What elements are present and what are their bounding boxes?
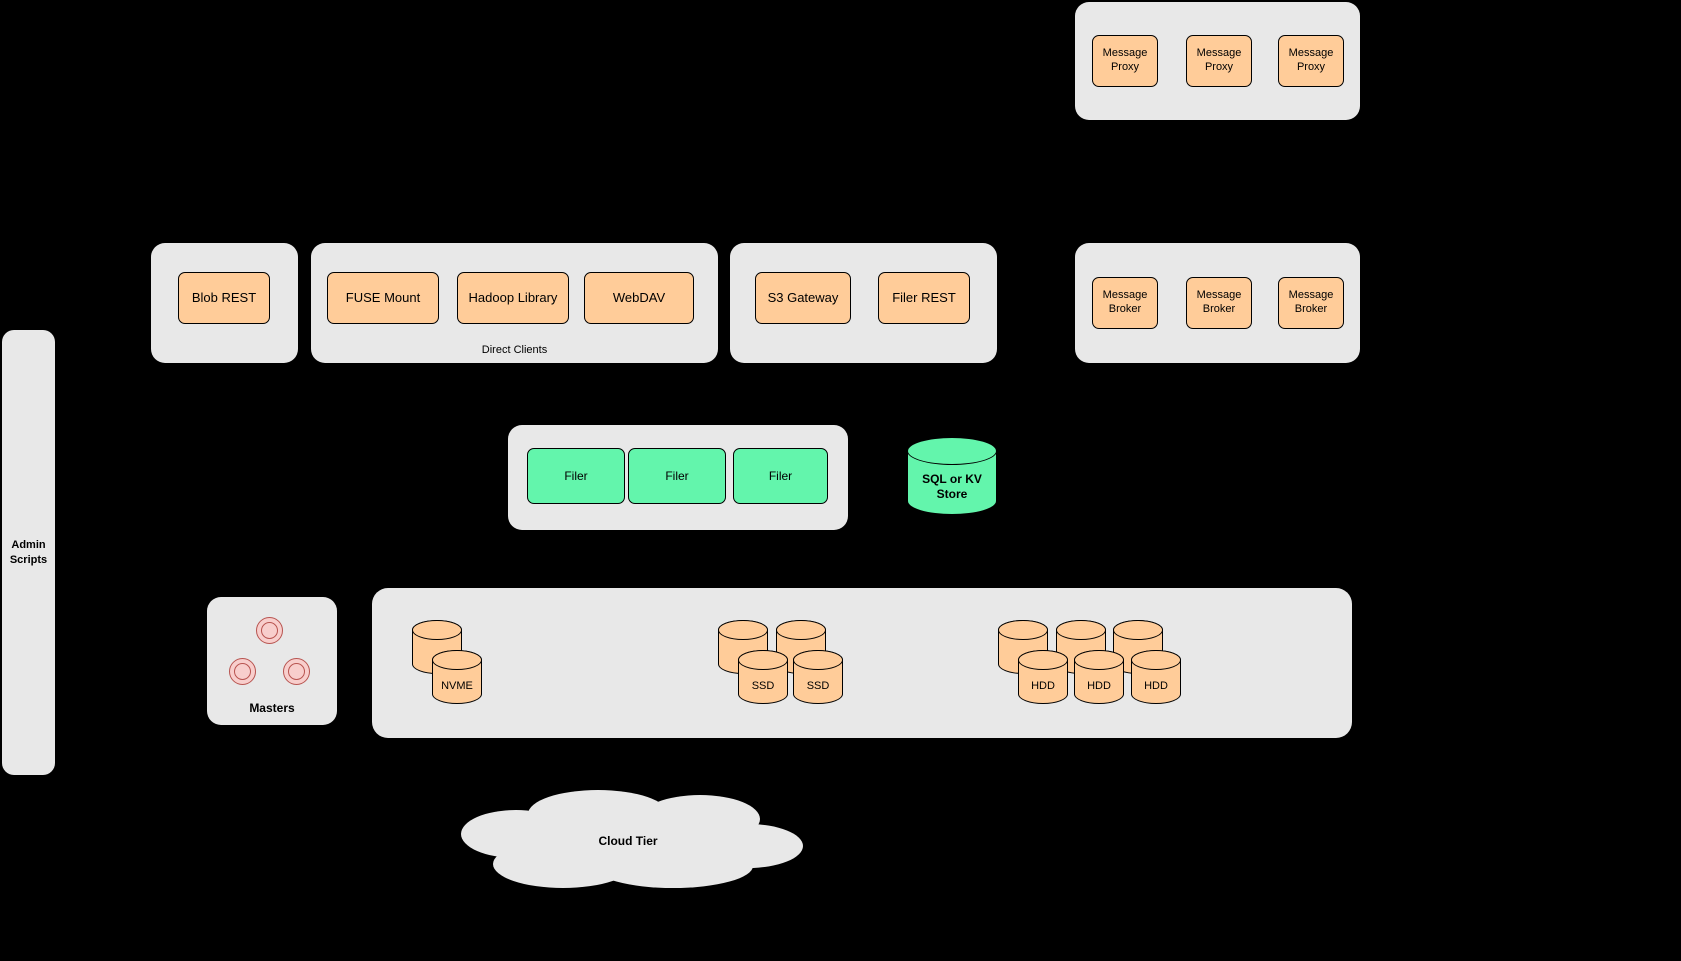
direct-clients-group: FUSE Mount Hadoop Library WebDAV Direct … [311,243,718,363]
filer-group: Filer Filer Filer [508,425,848,530]
message-broker-node: Message Broker [1092,277,1158,329]
volume-servers-group: NVME SSD SSD [372,588,1352,738]
nvme-label: NVME [441,680,473,692]
hdd-cylinder: HDD [1131,650,1181,704]
message-broker-group: Message Broker Message Broker Message Br… [1075,243,1360,363]
master-node-icon [229,658,256,685]
s3-gateway-node: S3 Gateway [755,272,851,324]
fuse-mount-node: FUSE Mount [327,272,439,324]
cylinder-lid [998,620,1048,640]
hdd-label: HDD [1144,680,1168,692]
master-node-icon [283,658,310,685]
cylinder-lid [1113,620,1163,640]
cylinder-lid [1074,650,1124,670]
admin-scripts-panel: Admin Scripts [2,330,55,775]
master-node-icon [256,617,283,644]
hadoop-library-node: Hadoop Library [457,272,569,324]
hdd-cylinder: HDD [1074,650,1124,704]
hdd-label: HDD [1031,680,1055,692]
cylinder-lid [432,650,482,670]
message-proxy-node: Message Proxy [1186,35,1252,87]
filer-rest-node: Filer REST [878,272,970,324]
cylinder-lid [1131,650,1181,670]
cylinder-lid [1018,650,1068,670]
cylinder-lid [793,650,843,670]
gateway-group: S3 Gateway Filer REST [730,243,997,363]
filer-node: Filer [733,448,828,504]
masters-label: Masters [249,701,295,715]
ssd-label: SSD [751,680,775,692]
sql-kv-store-label: SQL or KV Store [922,472,982,501]
filer-node: Filer [527,448,625,504]
blob-rest-group: Blob REST [151,243,298,363]
filer-node: Filer [628,448,726,504]
blob-rest-node: Blob REST [178,272,270,324]
ssd-cylinder: SSD [793,650,843,704]
cylinder-lid [776,620,826,640]
cloud-icon [461,790,803,888]
sql-kv-store-cylinder: SQL or KV Store [907,437,997,515]
cylinder-lid [1056,620,1106,640]
admin-scripts-label: Admin Scripts [9,539,48,566]
hdd-label: HDD [1087,680,1111,692]
message-proxy-node: Message Proxy [1278,35,1344,87]
cylinder-lid [718,620,768,640]
message-broker-node: Message Broker [1278,277,1344,329]
direct-clients-caption: Direct Clients [481,344,548,356]
ssd-label: SSD [806,680,830,692]
cylinder-lid [738,650,788,670]
message-broker-node: Message Broker [1186,277,1252,329]
ssd-cylinder: SSD [738,650,788,704]
message-proxy-node: Message Proxy [1092,35,1158,87]
cylinder-lid [412,620,462,640]
cylinder-lid [907,437,997,465]
masters-group: Masters [207,597,337,725]
hdd-cylinder: HDD [1018,650,1068,704]
cloud-tier-label: Cloud Tier [598,834,658,848]
nvme-cylinder: NVME [432,650,482,704]
message-proxy-group: Message Proxy Message Proxy Message Prox… [1075,2,1360,120]
cloud-tier-shape: Cloud Tier [448,786,808,896]
webdav-node: WebDAV [584,272,694,324]
